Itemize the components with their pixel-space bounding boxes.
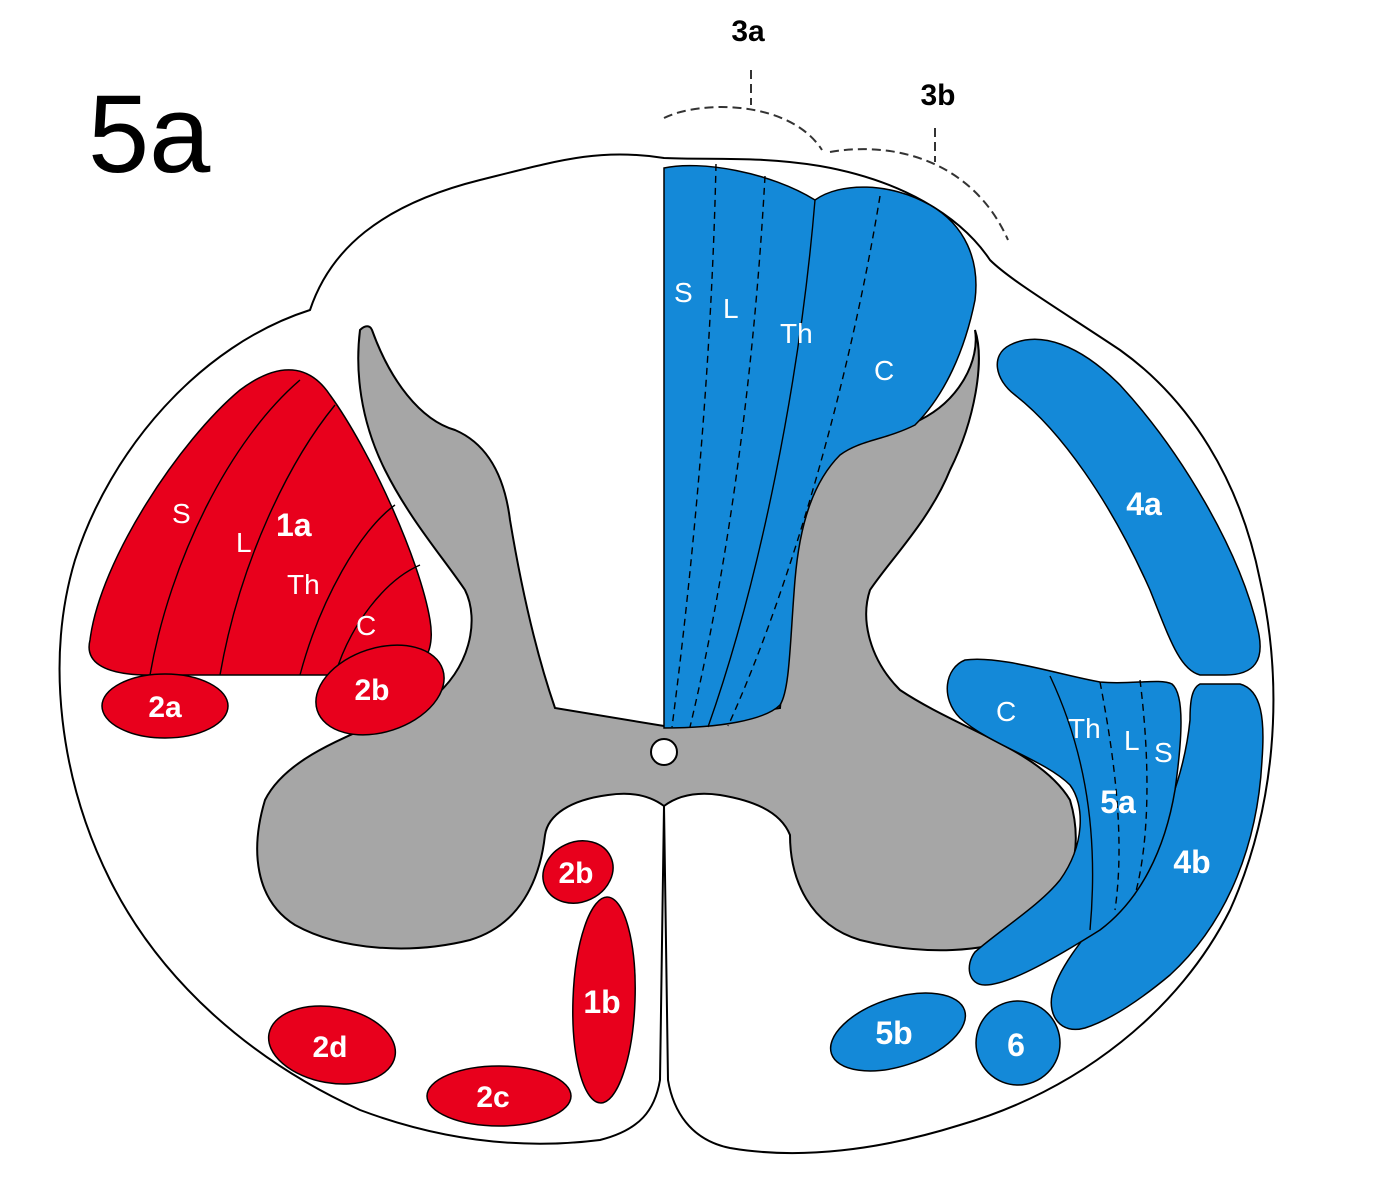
dorsal-column-segment-c: C	[874, 355, 894, 386]
tract-1a-division-1	[149, 379, 301, 676]
tract-6-group: 6	[975, 1000, 1061, 1086]
tract-2a-group: 2a	[101, 673, 229, 739]
tract-1a-division-4	[334, 564, 421, 676]
tract-5b-group: 5b	[829, 992, 967, 1072]
tract-4a-label: 4a	[1126, 486, 1162, 522]
central-canal	[650, 738, 678, 766]
tract-2a-shape	[101, 673, 229, 739]
dorsal-column-segment-th: Th	[780, 318, 813, 349]
tract-1a-segment-c: C	[356, 610, 376, 641]
label-3b: 3b	[920, 79, 955, 112]
tract-5a-segment-th: Th	[1068, 713, 1101, 744]
dorsal-column-division-2	[689, 175, 766, 728]
tract-5a-group: C Th L S 5a	[946, 658, 1182, 986]
tract-2c-shape	[426, 1065, 572, 1127]
tract-5a-division-3	[1134, 679, 1148, 896]
tract-2c-group: 2c	[426, 1065, 572, 1127]
tract-5a-segment-s: S	[1154, 737, 1173, 768]
tract-5a-segment-c: C	[996, 696, 1016, 727]
tract-2d-label: 2d	[312, 1031, 347, 1064]
tract-6-label: 6	[1007, 1027, 1025, 1063]
tract-1a-segment-th: Th	[287, 569, 320, 600]
tract-1a-segment-s: S	[172, 498, 191, 529]
tract-4a-group: 4a	[996, 338, 1261, 676]
tract-4b-label: 4b	[1173, 844, 1210, 880]
tract-5a-division-2	[1099, 681, 1120, 911]
figure-label: 5a	[88, 73, 211, 196]
dorsal-column-shape	[663, 164, 977, 729]
dorsal-column-division-1	[671, 163, 717, 728]
tract-1a-group: S L 1a Th C	[88, 369, 432, 676]
tract-2b-lateral-shape	[315, 644, 445, 736]
tract-5a-segment-l: L	[1124, 725, 1140, 756]
tract-2b-medial-label: 2b	[558, 857, 593, 890]
tract-2b-medial-shape	[542, 840, 614, 904]
tract-1b-group: 1b	[572, 896, 636, 1104]
tract-6-shape	[975, 1000, 1061, 1086]
column-brackets: 3a 3b	[663, 15, 1009, 241]
tract-2d-shape	[267, 1005, 397, 1085]
tract-2b-lateral-label: 2b	[354, 674, 389, 707]
lateral-corticospinal-tract	[88, 369, 432, 676]
dorsal-column-division-4	[727, 195, 881, 727]
dorsal-column-segment-l: L	[723, 293, 739, 324]
tract-5b-label: 5b	[875, 1015, 912, 1051]
tract-5b-shape	[829, 992, 967, 1072]
tract-2d-group: 2d	[267, 1005, 397, 1085]
bracket-3b	[829, 148, 1009, 241]
tract-2c-label: 2c	[476, 1081, 509, 1114]
tract-1a-division-3	[299, 504, 396, 676]
tract-1a-label: 1a	[276, 507, 312, 543]
tract-4b-group: 4b	[1050, 683, 1264, 1031]
tract-4a-shape	[996, 338, 1261, 676]
anterior-corticospinal-tract	[572, 896, 636, 1104]
tract-2b-medial-group: 2b	[542, 840, 614, 904]
tract-5a-label: 5a	[1100, 784, 1136, 820]
tract-2a-label: 2a	[148, 691, 182, 724]
dorsal-column-division-3	[707, 199, 816, 728]
tract-2b-lateral-group: 2b	[315, 644, 445, 736]
tract-1b-label: 1b	[583, 984, 620, 1020]
dorsal-column-segment-s: S	[674, 277, 693, 308]
dorsal-column-group: S L Th C	[663, 163, 977, 729]
tract-5a-division-1	[1049, 675, 1094, 931]
gray-matter	[256, 325, 1077, 952]
tract-4b-shape	[1050, 683, 1264, 1031]
tract-1a-division-2	[219, 404, 336, 676]
label-3a: 3a	[731, 15, 765, 48]
tract-1a-segment-l: L	[236, 527, 252, 558]
spinothalamic-tract-shape	[946, 658, 1182, 986]
bracket-3a	[663, 106, 823, 151]
